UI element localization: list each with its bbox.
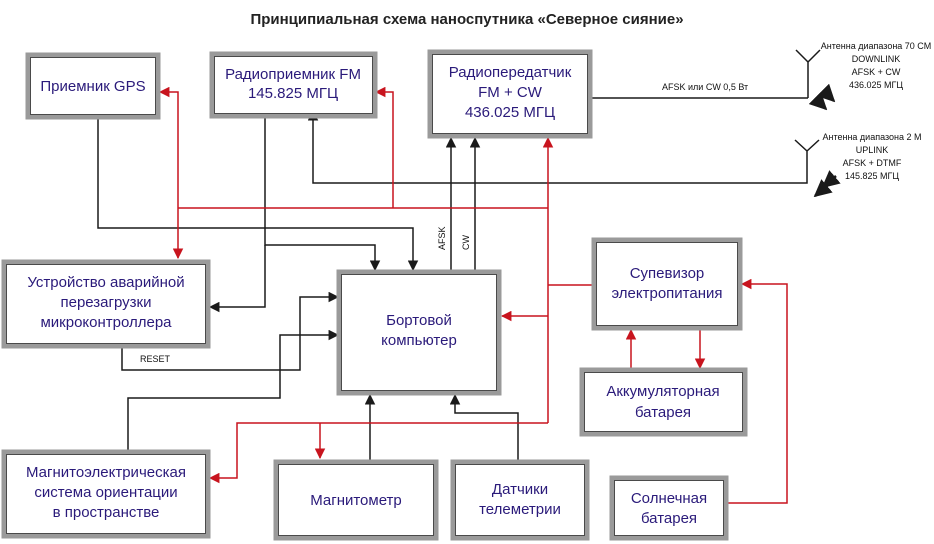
telemetry-sensors-box[interactable]: Датчики телеметрии bbox=[450, 459, 590, 541]
tx-output-label: AFSK или CW 0,5 Вт bbox=[662, 82, 748, 92]
solar-line-2: батарея bbox=[641, 510, 697, 527]
svg-text:UPLINK: UPLINK bbox=[856, 145, 889, 155]
magnetometer-box[interactable]: Магнитометр bbox=[273, 459, 439, 541]
svg-text:Антенна диапазона 2 М: Антенна диапазона 2 М bbox=[822, 132, 921, 142]
svg-text:Антенна диапазона 70 СМ: Антенна диапазона 70 СМ bbox=[821, 41, 931, 51]
reset-line-1: Устройство аварийной bbox=[27, 274, 184, 291]
radio-tx-line-1: Радиопередатчик bbox=[449, 64, 572, 81]
wire-power-to-attitude bbox=[208, 422, 548, 484]
power-supervisor-box[interactable]: Супевизор электропитания bbox=[591, 237, 743, 331]
wire-gps-to-computer bbox=[97, 118, 419, 272]
reset-line-3: микроконтроллера bbox=[40, 314, 172, 331]
svg-text:AFSK + CW: AFSK + CW bbox=[852, 67, 901, 77]
attitude-line-2: система ориентации bbox=[34, 484, 177, 501]
battery-line-2: батарея bbox=[635, 404, 691, 421]
wire-power-to-gps bbox=[158, 86, 179, 208]
signal-wires bbox=[97, 97, 808, 462]
svg-text:DOWNLINK: DOWNLINK bbox=[852, 54, 901, 64]
radio-tx-line-2: FM + CW bbox=[478, 84, 543, 101]
reset-device-box[interactable]: Устройство аварийной перезагрузки микрок… bbox=[1, 259, 211, 349]
downlink-antenna-caption: Антенна диапазона 70 СМ DOWNLINK AFSK + … bbox=[821, 41, 931, 90]
onboard-computer-box[interactable]: Бортовой компьютер bbox=[336, 269, 502, 396]
computer-line-2: компьютер bbox=[381, 332, 457, 349]
uplink-antenna-icon bbox=[794, 139, 841, 198]
supervisor-line-2: электропитания bbox=[611, 285, 722, 302]
uplink-antenna-caption: Антенна диапазона 2 М UPLINK AFSK + DTMF… bbox=[822, 132, 921, 181]
attitude-line-1: Магнитоэлектрическая bbox=[26, 464, 186, 481]
reset-line-2: перезагрузки bbox=[60, 294, 151, 311]
radio-receiver-box[interactable]: Радиоприемник FM 145.825 МГЦ bbox=[209, 51, 378, 119]
diagram-title: Принципиальная схема наноспутника «Север… bbox=[250, 11, 683, 28]
wire-reset-to-computer bbox=[121, 291, 340, 371]
wire-uplink-to-rx bbox=[307, 109, 808, 184]
radio-rx-line-2: 145.825 МГЦ bbox=[248, 85, 338, 102]
telemetry-line-1: Датчики bbox=[492, 481, 548, 498]
wire-solar-to-supervisor bbox=[728, 278, 788, 504]
reset-signal-label: RESET bbox=[140, 354, 171, 364]
telemetry-line-2: телеметрии bbox=[479, 501, 561, 518]
computer-line-1: Бортовой bbox=[386, 312, 452, 329]
gps-label: Приемник GPS bbox=[40, 78, 145, 95]
radio-rx-line-1: Радиоприемник FM bbox=[225, 66, 361, 83]
storage-battery-box[interactable]: Аккумуляторная батарея bbox=[579, 367, 748, 437]
wire-telemetry-to-computer bbox=[449, 393, 519, 462]
supervisor-line-1: Супевизор bbox=[630, 265, 705, 282]
power-wires bbox=[158, 86, 788, 504]
svg-text:AFSK + DTMF: AFSK + DTMF bbox=[843, 158, 902, 168]
wire-power-to-rx bbox=[374, 86, 394, 208]
battery-line-1: Аккумуляторная bbox=[606, 383, 719, 400]
radio-transmitter-box[interactable]: Радиопередатчик FM + CW 436.025 МГЦ bbox=[427, 49, 593, 139]
svg-text:436.025 МГЦ: 436.025 МГЦ bbox=[849, 80, 903, 90]
downlink-antenna-icon bbox=[795, 49, 836, 111]
wire-attitude-to-computer bbox=[127, 329, 340, 450]
wire-rx-to-reset bbox=[208, 245, 266, 313]
wire-rx-to-computer bbox=[264, 116, 381, 272]
solar-battery-box[interactable]: Солнечная батарея bbox=[609, 475, 729, 541]
svg-text:145.825 МГЦ: 145.825 МГЦ bbox=[845, 171, 899, 181]
magnetometer-label: Магнитометр bbox=[310, 492, 402, 509]
afsk-label: AFSK bbox=[437, 226, 447, 250]
solar-line-1: Солнечная bbox=[631, 490, 707, 507]
attitude-line-3: в пространстве bbox=[53, 504, 160, 521]
gps-receiver-box[interactable]: Приемник GPS bbox=[25, 52, 161, 120]
attitude-system-box[interactable]: Магнитоэлектрическая система ориентации … bbox=[1, 449, 211, 539]
radio-tx-line-3: 436.025 МГЦ bbox=[465, 104, 555, 121]
cw-label: CW bbox=[461, 235, 471, 250]
